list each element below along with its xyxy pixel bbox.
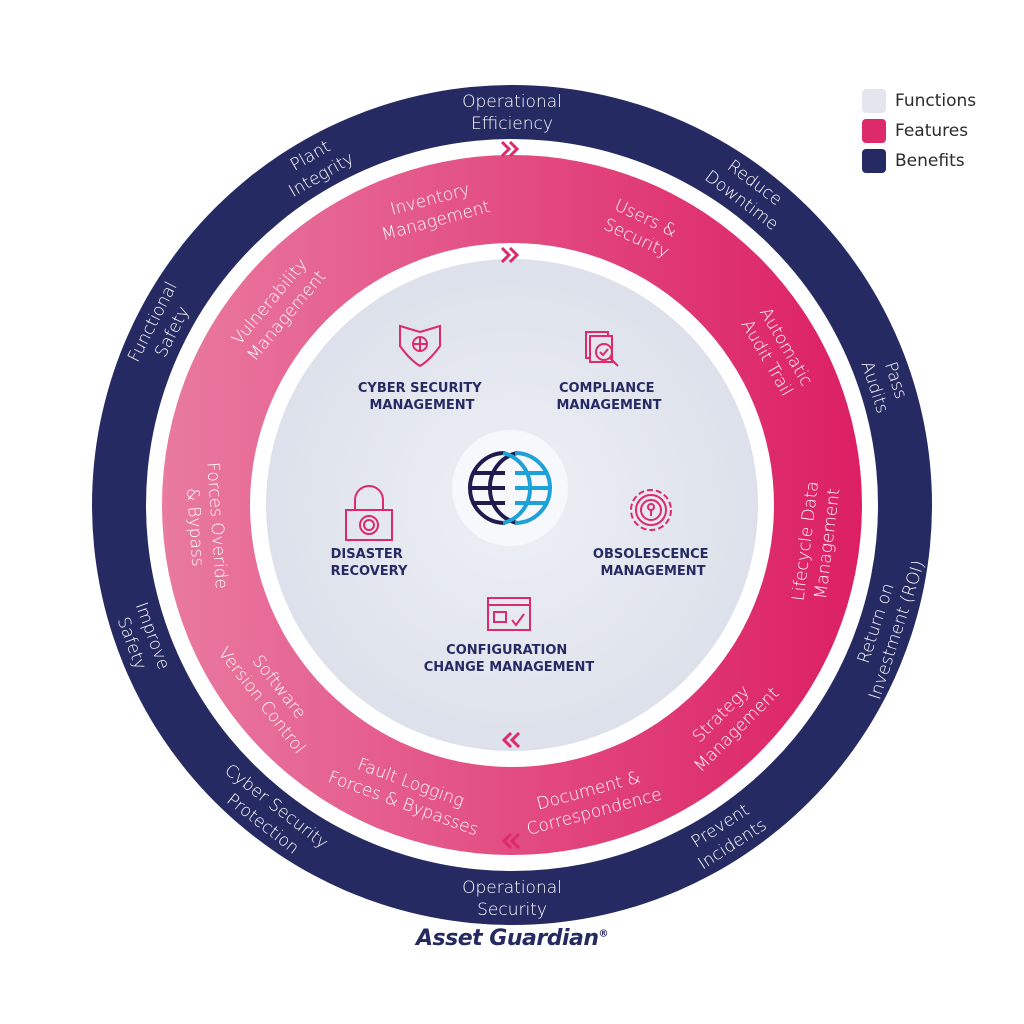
legend-item-benefits: Benefits: [862, 146, 976, 176]
benefit-label-line: Operational: [462, 92, 562, 112]
legend-swatch-features: [862, 119, 886, 143]
fingerprint-padlock-icon: [345, 485, 393, 541]
chevron-right-icon: [500, 246, 520, 264]
shield-globe-icon: [399, 324, 441, 368]
benefit-label-line: Efficiency: [471, 114, 553, 134]
registered-mark: ®: [598, 928, 609, 940]
function-label-compliance: COMPLIANCE MANAGEMENT: [556, 381, 661, 413]
function-label-cyber: CYBER SECURITY MANAGEMENT: [358, 381, 486, 413]
browser-lock-check-icon: [487, 597, 531, 631]
chevron-left-icon: [501, 832, 521, 850]
globe-logo-icon: [452, 430, 568, 546]
brand-logo: Asset Guardian®: [0, 926, 1024, 951]
legend-label: Benefits: [895, 151, 965, 171]
function-label-obsolescence: OBSOLESCENCE MANAGEMENT: [593, 547, 713, 579]
legend-item-features: Features: [862, 116, 976, 146]
legend-item-functions: Functions: [862, 86, 976, 116]
function-label-disaster: DISASTER RECOVERY: [331, 547, 408, 579]
legend-label: Functions: [895, 91, 977, 111]
chevron-left-icon: [501, 731, 521, 749]
legend-label: Features: [895, 121, 969, 141]
legend-swatch-benefits: [862, 149, 886, 173]
chevron-right-icon: [500, 140, 520, 158]
function-label-configuration: CONFIGURATION CHANGE MANAGEMENT: [424, 643, 595, 675]
benefit-label-line: Security: [477, 900, 547, 920]
gear-keyhole-icon: [630, 489, 672, 531]
brand-name: Asset Guardian: [415, 926, 599, 951]
benefit-label-line: Operational: [462, 878, 562, 898]
document-magnifier-check-icon: [585, 331, 619, 367]
legend: Functions Features Benefits: [862, 86, 976, 176]
legend-swatch-functions: [862, 89, 886, 113]
